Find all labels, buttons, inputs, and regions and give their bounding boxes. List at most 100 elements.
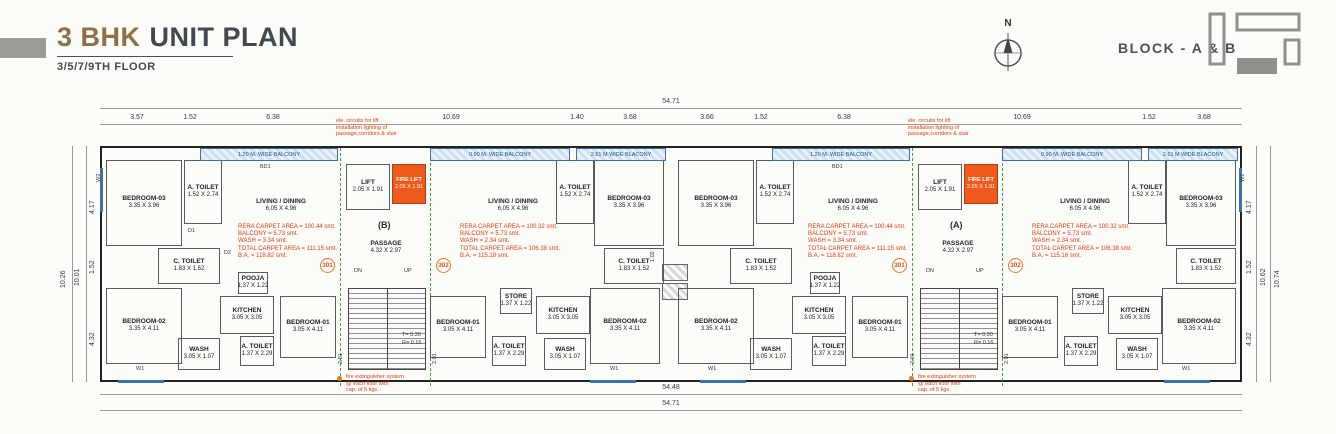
dimension-line bbox=[1256, 146, 1257, 382]
dim-label: 1.52 bbox=[89, 260, 96, 274]
balcony-strip: 2.61 M WIDE BLACONY bbox=[576, 148, 666, 161]
dim-label: 10.01 bbox=[74, 268, 81, 286]
dim-label: 1.40 bbox=[570, 114, 584, 121]
title-bhk: 3 BHK bbox=[57, 22, 141, 52]
tag-w1: W1 bbox=[1182, 366, 1191, 372]
flat-number: 301 bbox=[892, 258, 907, 273]
duct-shaft bbox=[662, 283, 688, 300]
tag-w2: W2 bbox=[1240, 173, 1246, 182]
dim-label: 54.48 bbox=[662, 384, 680, 391]
dim-label: 1.52 bbox=[1246, 260, 1253, 274]
window-marker bbox=[700, 380, 746, 383]
staircase bbox=[348, 288, 426, 370]
tag-w1: W1 bbox=[610, 366, 619, 372]
balcony-strip: 1.20 M. WIDE BALCONY bbox=[200, 148, 338, 161]
tag-up: UP bbox=[976, 268, 984, 274]
tag-w2: W2 bbox=[96, 173, 102, 182]
window-marker bbox=[1239, 168, 1242, 212]
area-annotation: RERA CARPET AREA = 100.44 smt.BALCONY = … bbox=[238, 224, 338, 259]
tag-w1: W1 bbox=[708, 366, 717, 372]
flat-number: 301 bbox=[320, 258, 335, 273]
staircase bbox=[920, 288, 998, 370]
dim-label: 4.32 bbox=[1246, 332, 1253, 346]
electrical-circuit-line bbox=[912, 148, 913, 386]
staircase-divider bbox=[387, 289, 388, 369]
tag-t-0-30: T= 0.30 bbox=[402, 332, 421, 338]
tag-up: UP bbox=[404, 268, 412, 274]
title-divider bbox=[57, 56, 233, 57]
flat-number: 302 bbox=[436, 258, 451, 273]
dimension-line bbox=[100, 394, 1242, 395]
compass-icon bbox=[993, 33, 1023, 71]
window-marker bbox=[590, 380, 636, 383]
area-annotation: RERA CARPET AREA = 100.32 smt.BALCONY = … bbox=[460, 224, 560, 259]
dim-label: 6.38 bbox=[837, 114, 851, 121]
tag-2-01: 2.01 bbox=[910, 353, 916, 364]
dim-label: 10.62 bbox=[1260, 268, 1267, 286]
brand-logo bbox=[1208, 12, 1301, 74]
electrical-circuit-line bbox=[1002, 148, 1003, 386]
dim-label: 4.17 bbox=[89, 200, 96, 214]
dim-label: 10.26 bbox=[60, 270, 67, 288]
building-outline bbox=[100, 146, 1242, 382]
title-unit-plan: UNIT PLAN bbox=[149, 22, 299, 52]
tag-r-0-16: R= 0.16 bbox=[974, 340, 994, 346]
north-label: N bbox=[1004, 18, 1012, 29]
dim-label: 4.32 bbox=[89, 332, 96, 346]
dim-label: 54.71 bbox=[662, 98, 680, 105]
unit-label: (A) bbox=[950, 220, 963, 230]
staircase-divider bbox=[959, 289, 960, 369]
tag-bd1: BD1 bbox=[832, 164, 843, 170]
unit-label: (B) bbox=[378, 220, 391, 230]
tag-r-0-16: R= 0.16 bbox=[402, 340, 422, 346]
dimension-line bbox=[100, 108, 1242, 109]
dim-label: 3.66 bbox=[700, 114, 714, 121]
balcony-strip: 0.90 M. WIDE BALCONY bbox=[1002, 148, 1142, 161]
area-annotation: RERA CARPET AREA = 100.32 smt.BALCONY = … bbox=[1032, 224, 1132, 259]
fire-extinguisher-note: fire extinguisher system@ each floor wit… bbox=[909, 374, 976, 394]
dim-label: 6.38 bbox=[266, 114, 280, 121]
dimension-line bbox=[86, 146, 87, 382]
north-compass: N bbox=[988, 18, 1028, 78]
tag-2-01: 2.01 bbox=[432, 353, 438, 364]
tag-bd1: BD1 bbox=[260, 164, 271, 170]
dim-label: 1.52 bbox=[1142, 114, 1156, 121]
balcony-strip: 1.20 M. WIDE BALCONY bbox=[772, 148, 910, 161]
floor-subtitle: 3/5/7/9TH FLOOR bbox=[57, 61, 156, 73]
balcony-strip: 0.90 M. WIDE BALCONY bbox=[430, 148, 570, 161]
dimension-line bbox=[72, 146, 73, 382]
window-marker bbox=[100, 168, 103, 212]
